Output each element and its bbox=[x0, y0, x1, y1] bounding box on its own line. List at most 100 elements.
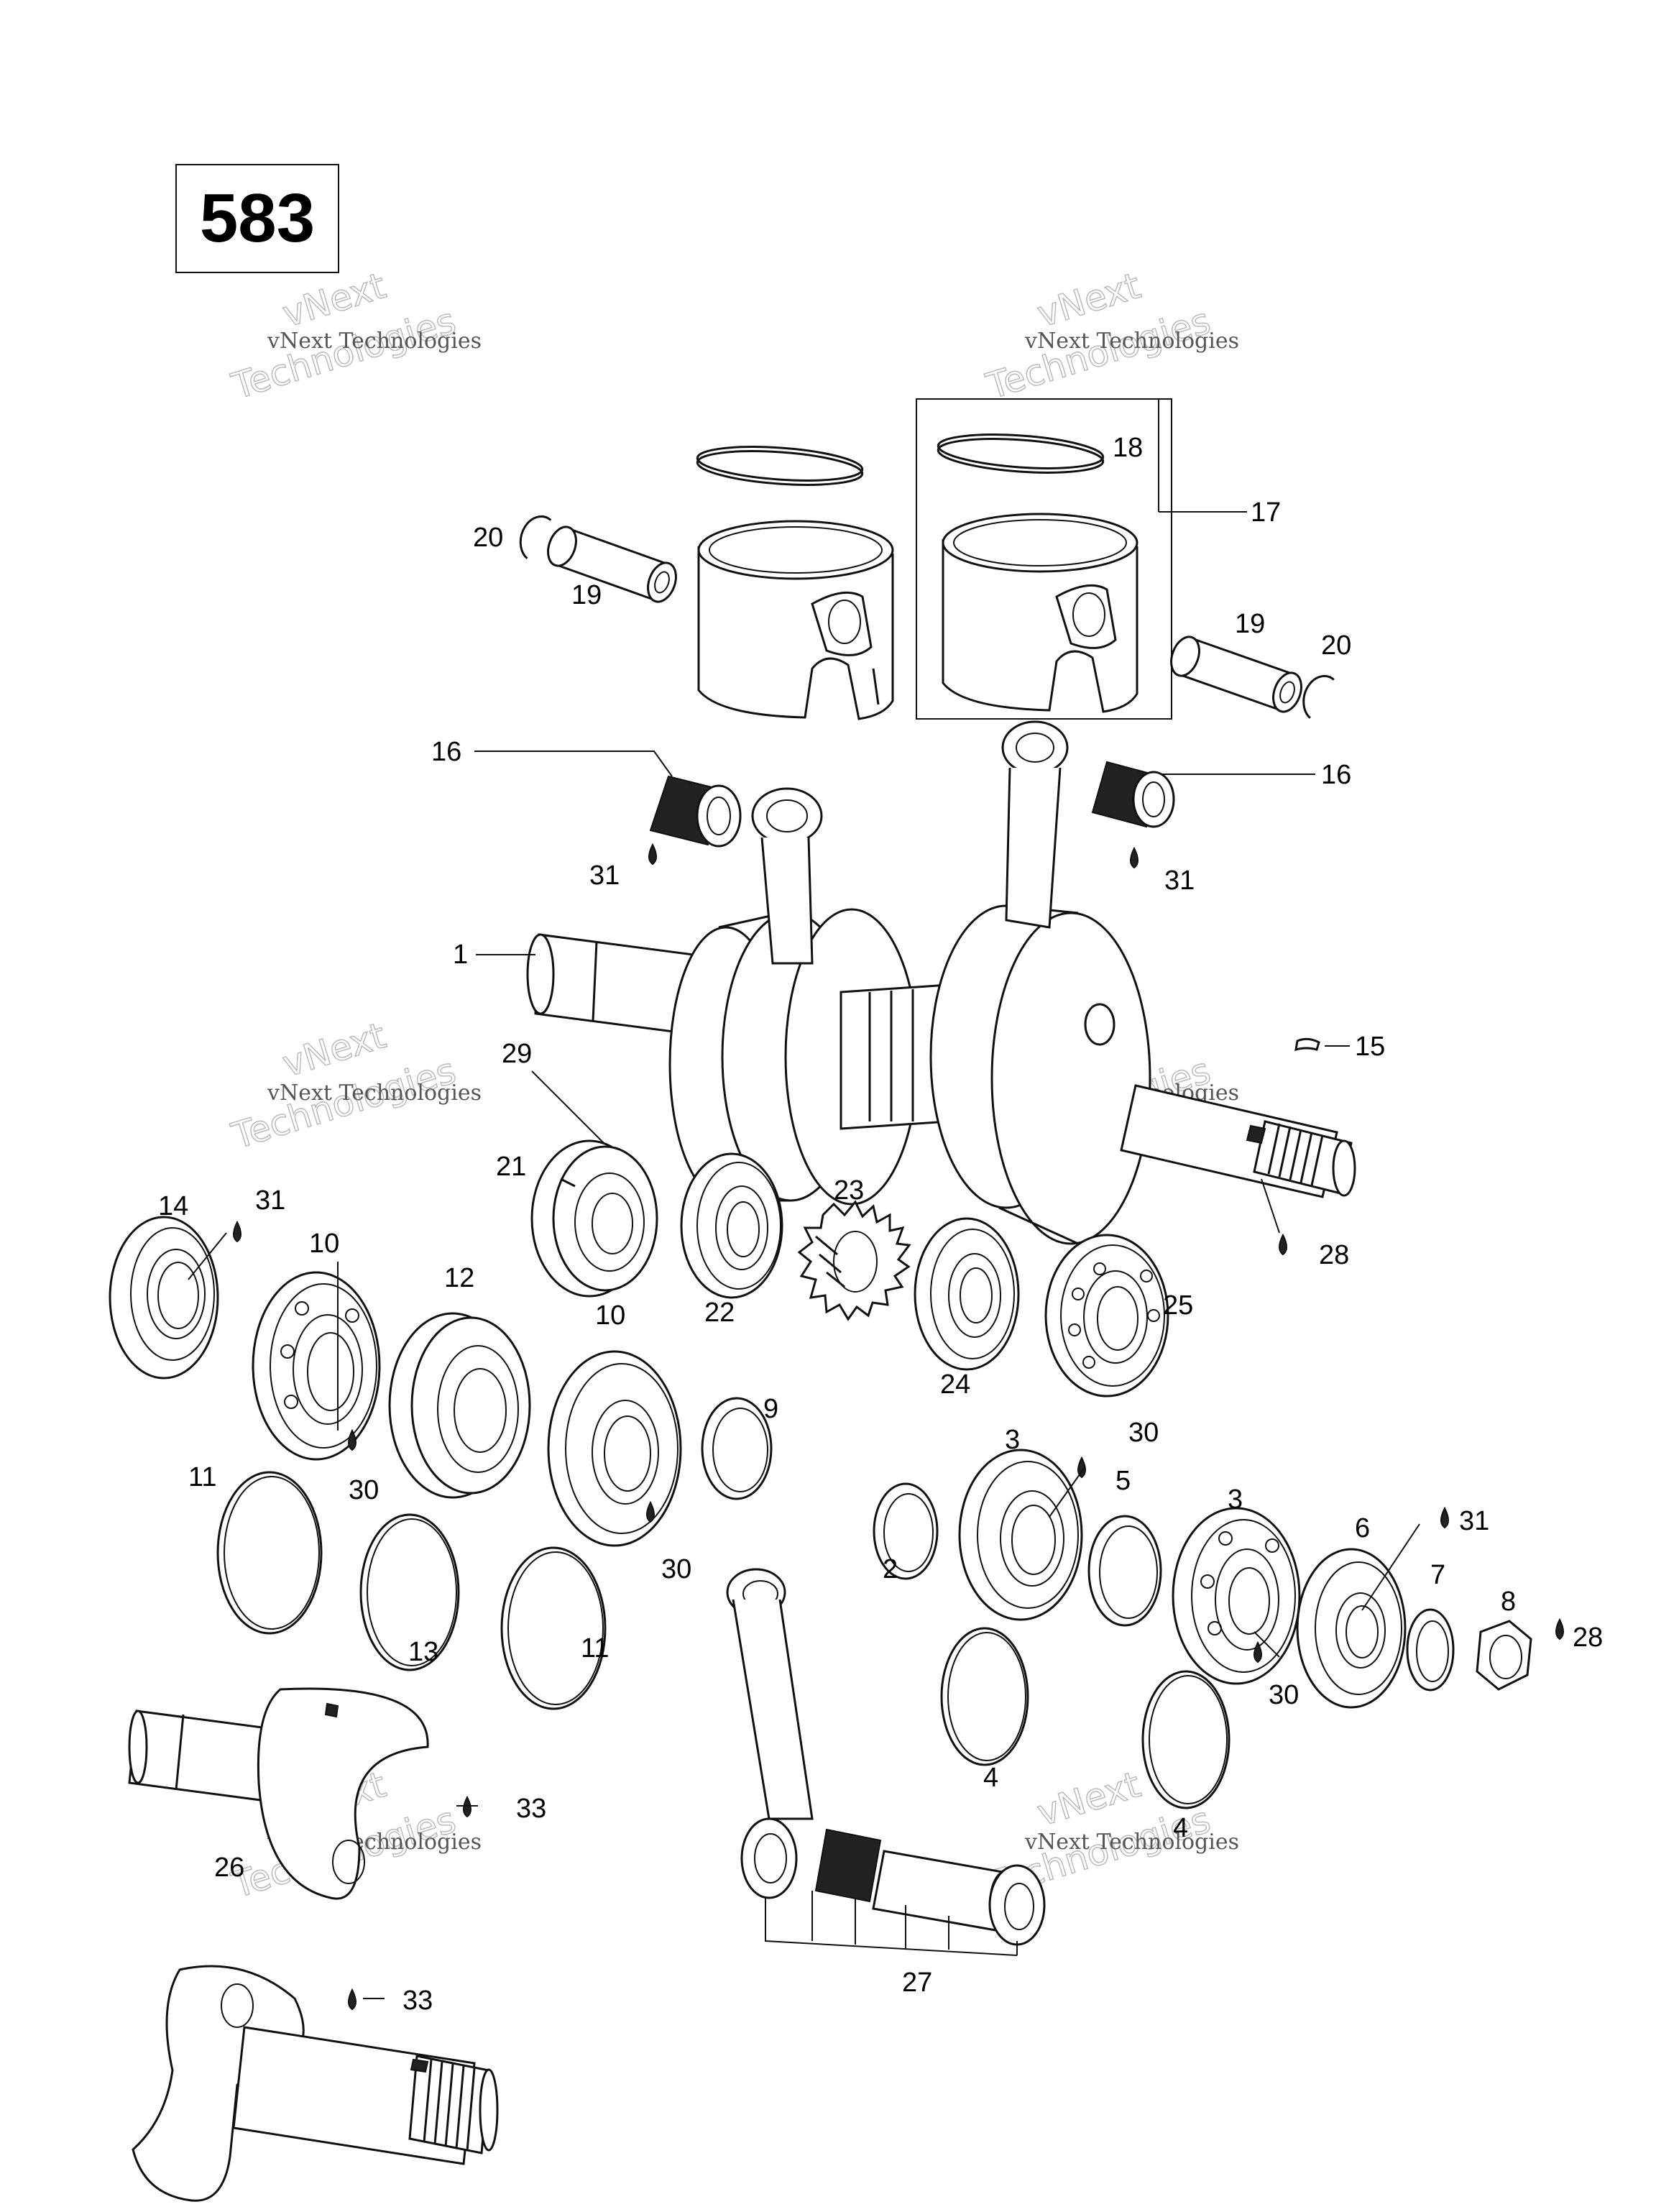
callout-11: 11 bbox=[188, 1462, 216, 1492]
circlip-left bbox=[519, 515, 552, 560]
grease-drop-33-a bbox=[463, 1795, 472, 1818]
callout-23: 23 bbox=[834, 1175, 864, 1206]
oil-drop-30-b bbox=[646, 1500, 655, 1523]
shim-2 bbox=[873, 1482, 939, 1580]
oil-drop-31-c bbox=[233, 1220, 242, 1243]
connecting-rod-kit bbox=[726, 1568, 1046, 1956]
piston-pin-left bbox=[547, 526, 677, 603]
callout-33b: 33 bbox=[402, 1986, 433, 2016]
callout-31: 31 bbox=[589, 861, 620, 891]
bearing-25 bbox=[1044, 1234, 1169, 1398]
callout-33: 33 bbox=[516, 1794, 546, 1824]
callout-7: 7 bbox=[1430, 1560, 1445, 1590]
o-ring-4-right bbox=[1141, 1670, 1230, 1809]
callout-14: 14 bbox=[158, 1191, 188, 1221]
callout-25: 25 bbox=[1163, 1290, 1193, 1321]
o-ring-11-right bbox=[500, 1546, 607, 1710]
seal-22 bbox=[680, 1152, 783, 1299]
svg-text:vNext Technologies: vNext Technologies bbox=[267, 329, 482, 354]
needle-bearing-right bbox=[1091, 761, 1175, 828]
piston-ring-right bbox=[937, 433, 1105, 474]
callout-21: 21 bbox=[496, 1152, 526, 1182]
piston-left bbox=[697, 520, 894, 720]
watermark-2: vNext Technologies vNext Technologies bbox=[981, 265, 1239, 408]
callout-8: 8 bbox=[1501, 1587, 1516, 1617]
svg-text:vNext Technologies: vNext Technologies bbox=[1024, 329, 1239, 354]
watermark-3: vNext Technologies vNext Technologies bbox=[226, 1014, 482, 1158]
callout-31b: 31 bbox=[1164, 866, 1195, 896]
oil-drop-31-d bbox=[1440, 1506, 1449, 1529]
callout-15: 15 bbox=[1355, 1032, 1385, 1062]
piston-right bbox=[942, 513, 1138, 713]
callout-4b: 4 bbox=[1173, 1813, 1188, 1843]
needle-bearing-left bbox=[649, 775, 742, 848]
seal-12 bbox=[388, 1312, 531, 1499]
crankshaft bbox=[526, 904, 1356, 1245]
o-ring-4-left bbox=[940, 1627, 1029, 1766]
callout-30b: 30 bbox=[661, 1554, 691, 1584]
crank-half-upper bbox=[128, 1687, 429, 1900]
washer-7 bbox=[1406, 1608, 1455, 1692]
engine-code-label: 583 bbox=[175, 164, 339, 273]
callout-30d: 30 bbox=[1269, 1680, 1299, 1710]
seal-6 bbox=[1296, 1548, 1407, 1709]
svg-text:vNext Technologies: vNext Technologies bbox=[267, 1080, 482, 1106]
piston-pin-right bbox=[1170, 635, 1302, 713]
callout-18: 18 bbox=[1113, 433, 1143, 463]
oil-drop-30-c bbox=[1077, 1456, 1086, 1479]
oil-drop-31-a bbox=[648, 843, 657, 866]
oil-drop-28-b bbox=[1555, 1617, 1564, 1640]
bearing-10-center bbox=[547, 1350, 682, 1547]
callout-31d: 31 bbox=[1459, 1506, 1489, 1536]
connecting-rod-right bbox=[1001, 720, 1069, 929]
callout-labels: 1 2 3 3 4 4 5 6 7 8 9 10 10 11 11 12 13 … bbox=[158, 433, 1603, 2016]
piston-kit-box bbox=[916, 398, 1172, 720]
woodruff-key bbox=[1294, 1037, 1320, 1052]
callout-5: 5 bbox=[1116, 1466, 1131, 1496]
connecting-rod-left bbox=[751, 787, 823, 965]
callout-19b: 19 bbox=[1235, 609, 1265, 639]
oil-drop-30-a bbox=[348, 1428, 356, 1451]
callout-29: 29 bbox=[502, 1039, 532, 1069]
leader-lines bbox=[188, 399, 1420, 1999]
callout-20: 20 bbox=[473, 523, 503, 553]
crank-half-lower bbox=[132, 1965, 499, 2202]
callout-3: 3 bbox=[1005, 1425, 1020, 1455]
callout-17: 17 bbox=[1251, 497, 1281, 528]
gear-23 bbox=[797, 1200, 911, 1321]
oil-drop-31-b bbox=[1130, 846, 1138, 869]
callout-24: 24 bbox=[940, 1369, 970, 1400]
callout-10: 10 bbox=[309, 1229, 339, 1259]
callout-16b: 16 bbox=[1321, 760, 1351, 790]
callout-30c: 30 bbox=[1128, 1418, 1159, 1448]
callout-28b: 28 bbox=[1573, 1623, 1603, 1653]
callout-22: 22 bbox=[704, 1298, 735, 1328]
callout-13: 13 bbox=[408, 1637, 438, 1667]
callout-9: 9 bbox=[763, 1394, 778, 1424]
callout-4: 4 bbox=[983, 1763, 998, 1793]
bearing-3-right bbox=[1172, 1507, 1301, 1685]
callout-20b: 20 bbox=[1321, 630, 1351, 661]
callout-12: 12 bbox=[444, 1263, 474, 1293]
callout-27: 27 bbox=[902, 1968, 932, 1998]
callout-2: 2 bbox=[883, 1554, 898, 1584]
watermark-1: vNext Technologies vNext Technologies bbox=[226, 265, 482, 408]
callout-19: 19 bbox=[571, 580, 602, 610]
svg-text:vNext Technologies: vNext Technologies bbox=[1024, 1830, 1239, 1855]
nut-8 bbox=[1476, 1620, 1532, 1691]
shim-9 bbox=[701, 1397, 773, 1500]
bearing-10-left bbox=[252, 1271, 381, 1461]
oil-drop-30-d bbox=[1254, 1640, 1262, 1663]
callout-3b: 3 bbox=[1228, 1484, 1243, 1515]
bearing-3-left bbox=[958, 1449, 1083, 1621]
callout-16: 16 bbox=[431, 737, 461, 767]
callout-6: 6 bbox=[1355, 1513, 1370, 1543]
bearing-21 bbox=[530, 1139, 658, 1298]
o-ring-13 bbox=[359, 1513, 460, 1671]
seal-14 bbox=[109, 1216, 219, 1380]
callout-31c: 31 bbox=[255, 1185, 285, 1216]
o-ring-11-left bbox=[216, 1471, 323, 1635]
seal-24 bbox=[914, 1217, 1020, 1371]
callout-10b: 10 bbox=[595, 1300, 625, 1331]
